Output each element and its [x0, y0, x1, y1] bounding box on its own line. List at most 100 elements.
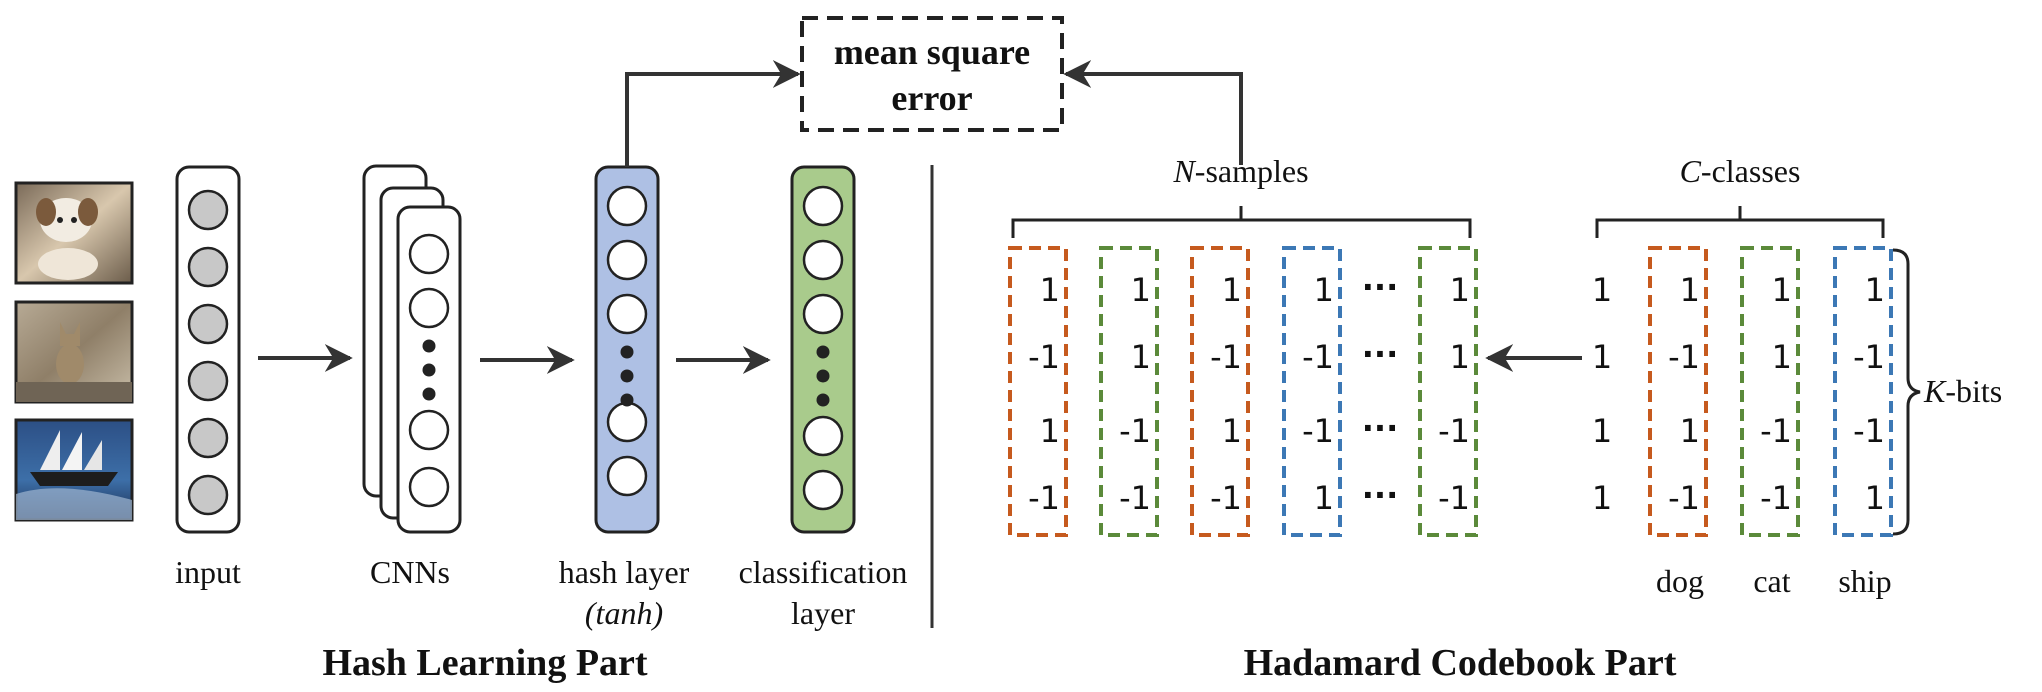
code-bit: 1 [1592, 271, 1612, 309]
code-bit: -1 [1438, 479, 1470, 517]
class-name-label: dog [1656, 563, 1704, 599]
k-bits-brace [1892, 248, 1921, 536]
ellipsis-dot [422, 363, 436, 377]
code-bit: -1 [1668, 338, 1700, 376]
code-bit: 1 [1865, 271, 1885, 309]
k-bits-label: K-bits [1923, 373, 2002, 409]
input-node [187, 474, 229, 516]
arrow-hash-to-mse [625, 60, 801, 167]
code-bit: 1 [1222, 412, 1242, 450]
input-node [187, 189, 229, 231]
ellipsis-dot [422, 387, 436, 401]
classification-layer [790, 165, 856, 534]
code-box [1099, 246, 1159, 537]
ellipsis-dot [816, 345, 830, 359]
n-samples-label: N-samples [1172, 153, 1308, 189]
input-image-dog [14, 181, 134, 285]
mse-line2: error [891, 78, 972, 118]
arrow-codebook-to-mse [1063, 60, 1243, 165]
k-bits-suffix: -bits [1945, 373, 2002, 409]
code-bit: 1 [1040, 412, 1060, 450]
code-bit: -1 [1760, 479, 1792, 517]
class-name-label: ship [1838, 563, 1891, 599]
neuron-node [606, 239, 648, 281]
class-name-label: cat [1753, 563, 1790, 599]
classification-label-line1: classification [739, 554, 908, 590]
ellipsis-dot [422, 339, 436, 353]
class-code-column-cat: 1 1 -1 -1 cat [1740, 246, 1800, 599]
sample-code-column: 1 -1 -1 1 [1282, 246, 1342, 537]
ellipsis-dot [816, 393, 830, 407]
code-bit: -1 [1853, 412, 1885, 450]
code-bit: 1 [1314, 271, 1334, 309]
neuron-node [606, 185, 648, 227]
code-bit: 1 [1450, 338, 1470, 376]
mse-line1: mean square [834, 32, 1030, 72]
c-classes-suffix: -classes [1701, 153, 1801, 189]
code-bit: -1 [1853, 338, 1885, 376]
code-bit: 1 [1131, 271, 1151, 309]
n-samples-var: N [1172, 153, 1196, 189]
ellipsis-mark: ··· [1362, 268, 1398, 306]
code-bit: 1 [1040, 271, 1060, 309]
neuron-node [606, 455, 648, 497]
cnn-stack [362, 164, 462, 534]
c-classes-bracket [1595, 206, 1885, 238]
hash-layer [594, 165, 660, 534]
neuron-node [802, 185, 844, 227]
ellipsis-dot [620, 393, 634, 407]
ellipsis-mark: ··· [1362, 335, 1398, 373]
n-samples-bracket [1011, 206, 1472, 238]
hash-learning-title: Hash Learning Part [322, 642, 647, 684]
code-bit: 1 [1592, 412, 1612, 450]
code-bit: -1 [1438, 412, 1470, 450]
code-bit: -1 [1210, 479, 1242, 517]
code-bit: 1 [1592, 479, 1612, 517]
code-bit: 1 [1131, 338, 1151, 376]
code-box [1740, 246, 1800, 537]
c-classes-var: C [1680, 153, 1702, 189]
code-bit: -1 [1028, 338, 1060, 376]
neuron-node [802, 239, 844, 281]
input-node [187, 246, 229, 288]
code-bit: -1 [1302, 338, 1334, 376]
code-bit: 1 [1772, 271, 1792, 309]
code-bit: 1 [1314, 479, 1334, 517]
k-bits-var: K [1923, 373, 1947, 409]
input-image-cat [14, 300, 134, 404]
cnn-label: CNNs [370, 554, 450, 590]
ellipsis-column: ··· ··· ··· ··· [1362, 268, 1398, 514]
code-box [1648, 246, 1708, 537]
input-image-ship [14, 418, 134, 522]
n-samples-suffix: -samples [1195, 153, 1309, 189]
ellipsis-dot [620, 345, 634, 359]
classification-label-line2: layer [791, 595, 855, 631]
ellipsis-mark: ··· [1362, 409, 1398, 447]
neuron-node [408, 287, 450, 329]
code-bit: 1 [1680, 412, 1700, 450]
ellipsis-mark: ··· [1362, 476, 1398, 514]
codebook-title: Hadamard Codebook Part [1244, 642, 1677, 684]
input-node [187, 360, 229, 402]
input-node [187, 303, 229, 345]
code-bit: -1 [1119, 412, 1151, 450]
code-bit: 1 [1222, 271, 1242, 309]
code-box [1418, 246, 1478, 537]
input-node [187, 417, 229, 459]
code-bit: 1 [1772, 338, 1792, 376]
code-bit: -1 [1760, 412, 1792, 450]
mse-loss-box: mean square error [800, 16, 1064, 132]
neuron-node [802, 293, 844, 335]
neuron-node [606, 401, 648, 443]
input-layer [175, 165, 241, 534]
neuron-node [606, 293, 648, 335]
hash-layer-label: hash layer [559, 554, 690, 590]
code-bit: -1 [1302, 412, 1334, 450]
input-label: input [175, 554, 241, 590]
c-classes-label: C-classes [1680, 153, 1801, 189]
